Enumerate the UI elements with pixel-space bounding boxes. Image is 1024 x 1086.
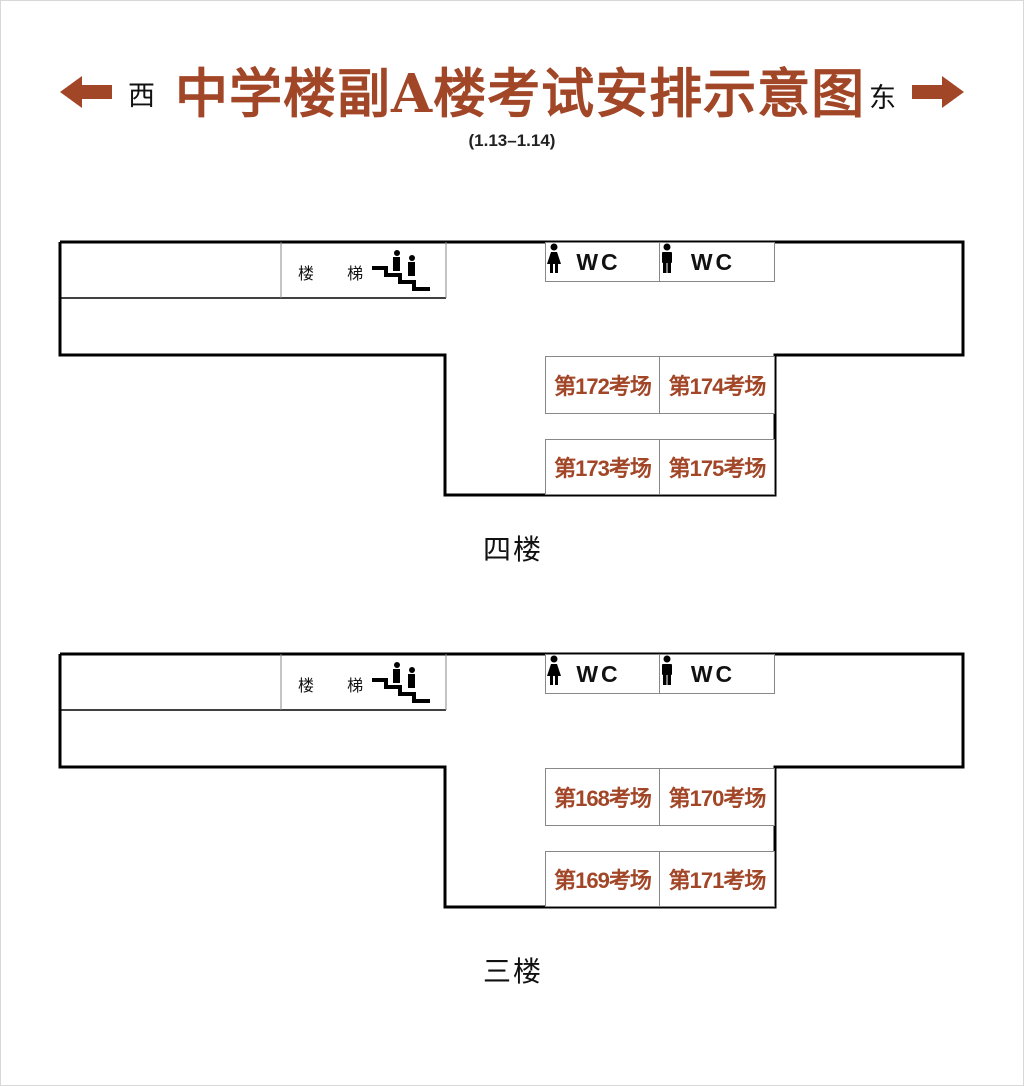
exam-room-label: 第175考场 [668, 456, 767, 481]
exam-room-169: 第169考场 [545, 851, 660, 907]
exam-room-label: 第174考场 [668, 374, 767, 399]
exam-room-170: 第170考场 [659, 768, 775, 826]
wc-women: WC [545, 242, 660, 282]
man-icon [662, 243, 672, 273]
wc-women: WC [545, 654, 660, 694]
arrow-left-icon [60, 76, 112, 108]
exam-room-label: 第169考场 [554, 868, 652, 893]
exam-room-168: 第168考场 [545, 768, 660, 826]
exam-room-172: 第172考场 [545, 356, 660, 414]
floor-label: 三楼 [483, 955, 544, 988]
exam-room-label: 第170考场 [668, 786, 767, 811]
west-label: 西 [128, 81, 155, 112]
exam-room-label: 第173考场 [554, 456, 652, 481]
wc-men: WC [659, 654, 775, 694]
exam-room-174: 第174考场 [659, 356, 775, 414]
wc-men: WC [659, 242, 775, 282]
exam-room-label: 第171考场 [668, 868, 767, 893]
arrow-right-icon [912, 76, 964, 108]
wc-label: WC [690, 248, 736, 275]
floor-label: 四楼 [483, 533, 544, 566]
stairs-label: 楼 梯 [298, 264, 378, 283]
exam-room-label: 第168考场 [554, 786, 652, 811]
stairs-icon [372, 662, 430, 703]
east-label: 东 [869, 83, 896, 114]
exam-room-175: 第175考场 [659, 439, 775, 495]
exam-room-label: 第172考场 [554, 374, 652, 399]
floor-plan-4: 楼 梯 WC WC 第172考场 第174考场 第173考场 第175考场 四楼 [0, 240, 1024, 570]
floor-outline [58, 240, 965, 497]
woman-icon [547, 655, 561, 685]
exam-room-173: 第173考场 [545, 439, 660, 495]
floor-plan-3: 楼 梯 WC WC 第168考场 第170考场 第169考场 第171考场 三楼 [0, 652, 1024, 988]
wc-label: WC [576, 660, 621, 687]
wc-label: WC [690, 660, 736, 687]
stairs-label: 楼 梯 [298, 676, 378, 695]
floor-outline [58, 652, 965, 909]
stairs-icon [372, 250, 430, 291]
wc-label: WC [576, 248, 621, 275]
date-range: (1.13–1.14) [468, 131, 556, 150]
woman-icon [547, 243, 561, 273]
page-title: 中学楼副A楼考试安排示意图 [175, 63, 866, 125]
exam-room-171: 第171考场 [659, 851, 775, 907]
header: 西 中学楼副A楼考试安排示意图 东 (1.13–1.14) [0, 0, 1024, 160]
man-icon [662, 655, 672, 685]
